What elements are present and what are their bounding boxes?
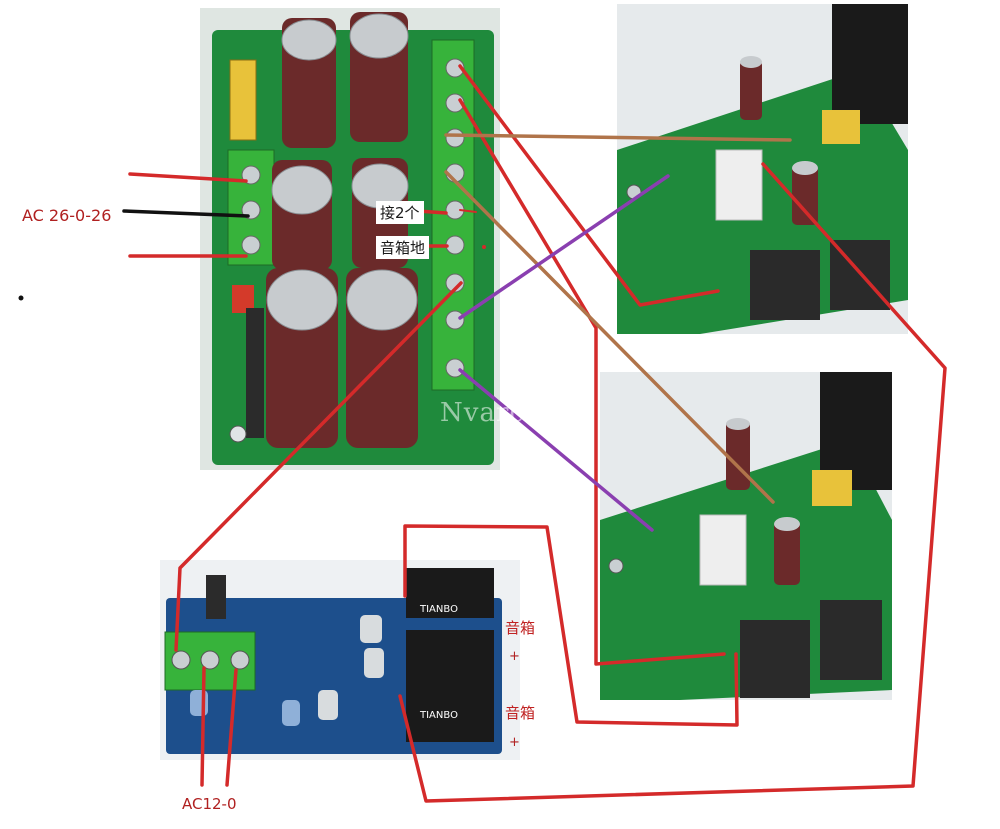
speaker-protection-board: TIANBO TIANBO xyxy=(160,560,520,760)
power-transistor xyxy=(820,600,882,680)
filter-capacitors xyxy=(266,12,418,448)
ac-wire-1 xyxy=(128,172,248,183)
signal-wire-bottom xyxy=(458,368,654,532)
regulator xyxy=(206,575,226,619)
ground-wire-top xyxy=(444,133,792,142)
power-transistor xyxy=(750,250,820,320)
svg-text:TIANBO: TIANBO xyxy=(419,710,458,721)
ac12-wire-1 xyxy=(200,666,206,787)
protect-supply-wire xyxy=(174,281,463,652)
film-capacitor xyxy=(812,470,852,506)
svg-text:TIANBO: TIANBO xyxy=(419,604,458,615)
relay-2 xyxy=(406,630,494,742)
speaker-out-wire-2 xyxy=(398,162,947,803)
speaker-1-label: 音箱 xyxy=(505,619,536,637)
speaker-out-wire-1 xyxy=(403,524,739,727)
heatsink-regulator xyxy=(246,308,264,438)
speaker-2-plus-label: + xyxy=(509,735,520,750)
relay-1 xyxy=(406,568,494,618)
power-supply-board xyxy=(200,8,500,470)
electrolytic-capacitor xyxy=(726,420,750,490)
amplifier-board-top xyxy=(617,4,908,334)
film-capacitor xyxy=(822,110,860,144)
watermark: Nvarcher xyxy=(440,398,573,428)
connect-two-label: 接2个 xyxy=(376,201,424,224)
ac-wire-0 xyxy=(122,209,250,218)
speaker-1-plus-label: + xyxy=(509,649,520,664)
fuse xyxy=(232,285,254,313)
ac-input-label: AC 26-0-26 xyxy=(22,206,112,225)
ground-wire-bottom xyxy=(444,170,775,504)
v-plus-top-wire xyxy=(458,64,720,307)
power-input-terminal xyxy=(227,149,275,266)
power-transistor xyxy=(740,620,810,698)
electrolytic-capacitor xyxy=(792,165,818,225)
signal-wire-top xyxy=(458,174,670,320)
v-plus-bottom-wire xyxy=(458,98,726,666)
mounting-hole xyxy=(229,425,247,443)
stray-dot xyxy=(18,295,24,301)
speaker-2-label: 音箱 xyxy=(505,704,536,722)
amplifier-board-bottom xyxy=(600,372,892,700)
speaker-ground-label: 音箱地 xyxy=(376,236,430,259)
film-capacitor xyxy=(229,59,257,141)
ac12-wire-2 xyxy=(225,668,238,787)
electrolytic-capacitor xyxy=(740,60,762,120)
power-resistor xyxy=(715,149,763,221)
power-resistor xyxy=(699,514,747,586)
ac12-label: AC12-0 xyxy=(182,795,237,813)
power-output-terminals xyxy=(431,39,475,391)
electrolytic-capacitor xyxy=(774,520,800,585)
